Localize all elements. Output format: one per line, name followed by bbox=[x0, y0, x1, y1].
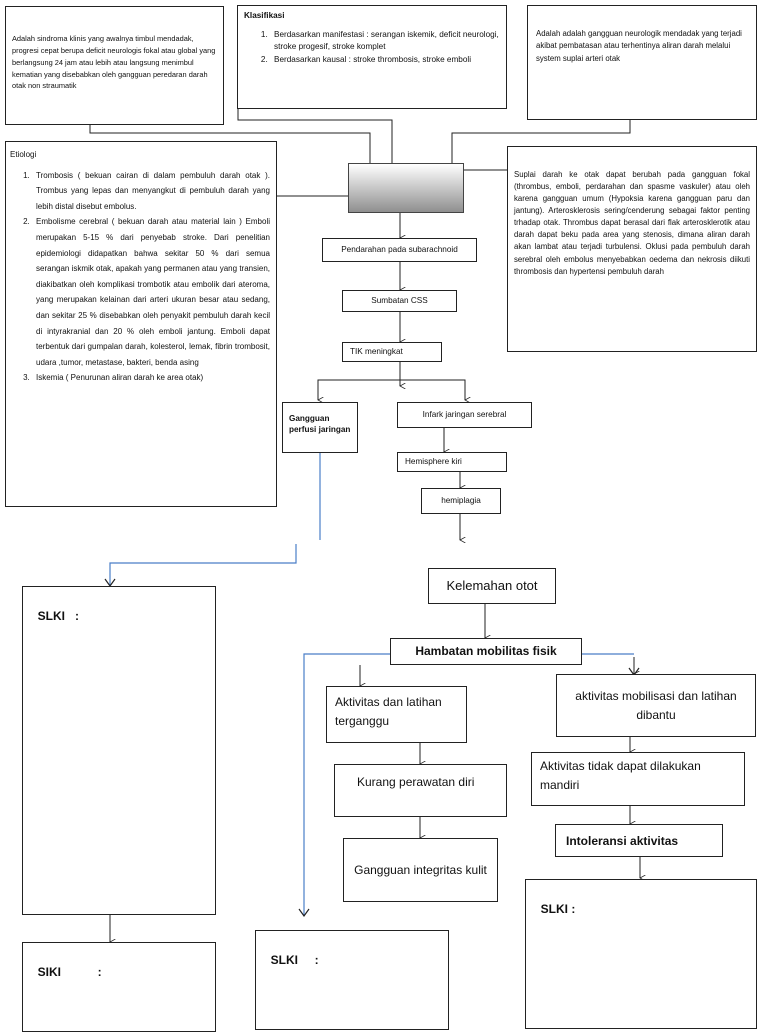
siki-left-box: SIKI : bbox=[22, 942, 216, 1032]
slki-left-box: SLKI : bbox=[22, 586, 216, 915]
left-hemisphere-box: Hemisphere kiri bbox=[397, 452, 507, 472]
perfusion-disorder-box: Gangguan perfusi jaringan bbox=[282, 402, 358, 453]
self-care-deficit-box: Kurang perawatan diri bbox=[334, 764, 507, 817]
impaired-mobility-box: Hambatan mobilitas fisik bbox=[390, 638, 582, 665]
etiology-box: Etiologi Trombosis ( bekuan cairan di da… bbox=[5, 141, 277, 507]
classification-item-1: Berdasarkan manifestasi : serangan iskem… bbox=[270, 29, 500, 54]
hemiplegia-box: hemiplagia bbox=[421, 488, 501, 514]
not-independent-box: Aktivitas tidak dapat dilakukan mandiri bbox=[531, 752, 745, 806]
slki-middle-box: SLKI : bbox=[255, 930, 449, 1030]
css-blockage-box: Sumbatan CSS bbox=[342, 290, 457, 312]
perfusion-disorder-label: Gangguan perfusi jaringan bbox=[289, 414, 351, 435]
activity-disrupted-box: Aktivitas dan latihan terganggu bbox=[326, 686, 467, 743]
activity-disrupted-label: Aktivitas dan latihan terganggu bbox=[335, 695, 442, 728]
css-blockage-label: Sumbatan CSS bbox=[371, 295, 428, 305]
skin-integrity-box: Gangguan integritas kulit bbox=[343, 838, 498, 902]
slki-left-label: SLKI : bbox=[37, 609, 80, 623]
classification-box: Klasifikasi Berdasarkan manifestasi : se… bbox=[237, 5, 507, 109]
subarachnoid-bleeding-box: Pendarahan pada subarachnoid bbox=[322, 238, 477, 262]
pathophysiology-box: Suplai darah ke otak dapat berubah pada … bbox=[507, 146, 757, 352]
skin-integrity-label: Gangguan integritas kulit bbox=[354, 862, 487, 877]
definition-right-text: Adalah adalah gangguan neurologik mendad… bbox=[536, 29, 742, 63]
icp-increased-label: TIK meningkat bbox=[350, 347, 403, 356]
etiology-item-3: Iskemia ( Penurunan aliran darah ke area… bbox=[32, 370, 270, 386]
self-care-deficit-label: Kurang perawatan diri bbox=[357, 775, 475, 789]
slki-right-box: SLKI : bbox=[525, 879, 757, 1029]
etiology-title: Etiologi bbox=[10, 150, 37, 159]
activity-assisted-label: aktivitas mobilisasi dan latihan dibantu bbox=[575, 688, 737, 722]
activity-intolerance-box: Intoleransi aktivitas bbox=[555, 824, 723, 857]
definition-left-box: Adalah sindroma klinis yang awalnya timb… bbox=[5, 6, 224, 125]
not-independent-label: Aktivitas tidak dapat dilakukan mandiri bbox=[540, 759, 701, 792]
definition-right-box: Adalah adalah gangguan neurologik mendad… bbox=[527, 5, 757, 120]
etiology-item-1: Trombosis ( bekuan cairan di dalam pembu… bbox=[32, 168, 270, 215]
muscle-weakness-box: Kelemahan otot bbox=[428, 568, 556, 604]
impaired-mobility-label: Hambatan mobilitas fisik bbox=[415, 644, 557, 659]
definition-left-text: Adalah sindroma klinis yang awalnya timb… bbox=[12, 34, 216, 91]
siki-left-label: SIKI : bbox=[37, 965, 102, 979]
slki-middle-label: SLKI : bbox=[270, 953, 319, 967]
pathophysiology-text: Suplai darah ke otak dapat berubah pada … bbox=[514, 170, 750, 276]
slki-right-label: SLKI : bbox=[540, 902, 576, 916]
icp-increased-box: TIK meningkat bbox=[342, 342, 442, 362]
classification-title: Klasifikasi bbox=[244, 11, 285, 20]
cerebral-infarct-box: Infark jaringan serebral bbox=[397, 402, 532, 428]
activity-intolerance-label: Intoleransi aktivitas bbox=[566, 834, 679, 848]
etiology-item-2: Embolisme cerebral ( bekuan darah atau m… bbox=[32, 214, 270, 370]
subarachnoid-bleeding-label: Pendarahan pada subarachnoid bbox=[341, 244, 458, 254]
stroke-center-box bbox=[348, 163, 464, 213]
muscle-weakness-label: Kelemahan otot bbox=[446, 577, 538, 593]
hemiplegia-label: hemiplagia bbox=[441, 495, 481, 505]
activity-assisted-box: aktivitas mobilisasi dan latihan dibantu bbox=[556, 674, 756, 737]
classification-item-2: Berdasarkan kausal : stroke thrombosis, … bbox=[270, 54, 500, 67]
left-hemisphere-label: Hemisphere kiri bbox=[405, 457, 462, 466]
cerebral-infarct-label: Infark jaringan serebral bbox=[422, 409, 507, 419]
